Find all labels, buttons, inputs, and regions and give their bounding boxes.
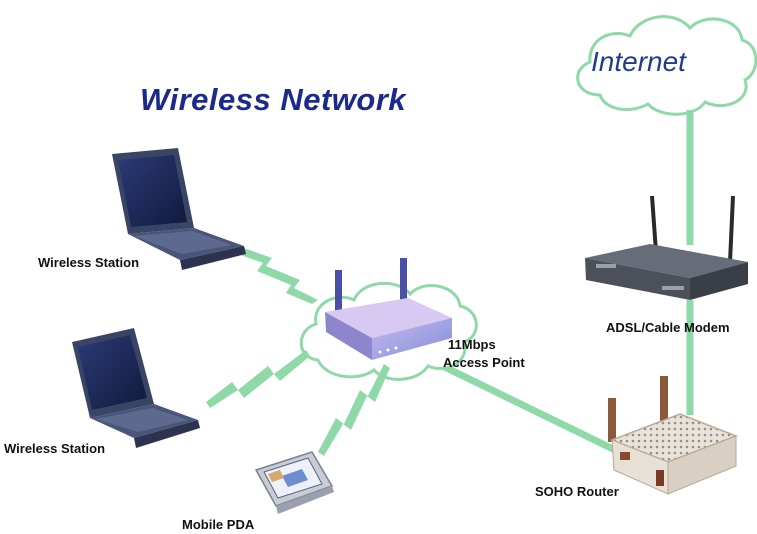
access-point-label-line2: Access Point bbox=[443, 355, 525, 371]
wireless-link-station-2 bbox=[206, 350, 310, 408]
station-1-label: Wireless Station bbox=[38, 255, 139, 271]
access-point-label-line1: 11Mbps bbox=[448, 337, 496, 353]
laptop-icon bbox=[72, 328, 200, 448]
router-label: SOHO Router bbox=[535, 484, 619, 500]
wireless-link-station-1 bbox=[232, 246, 318, 304]
modem-label: ADSL/Cable Modem bbox=[606, 320, 730, 336]
modem-icon bbox=[585, 196, 748, 300]
router-icon bbox=[608, 376, 736, 494]
pda-icon bbox=[256, 452, 334, 514]
laptop-icon bbox=[112, 148, 246, 270]
diagram-title: Wireless Network bbox=[140, 82, 406, 118]
internet-label: Internet bbox=[591, 46, 686, 78]
station-2-label: Wireless Station bbox=[4, 441, 105, 457]
pda-label: Mobile PDA bbox=[182, 517, 254, 533]
